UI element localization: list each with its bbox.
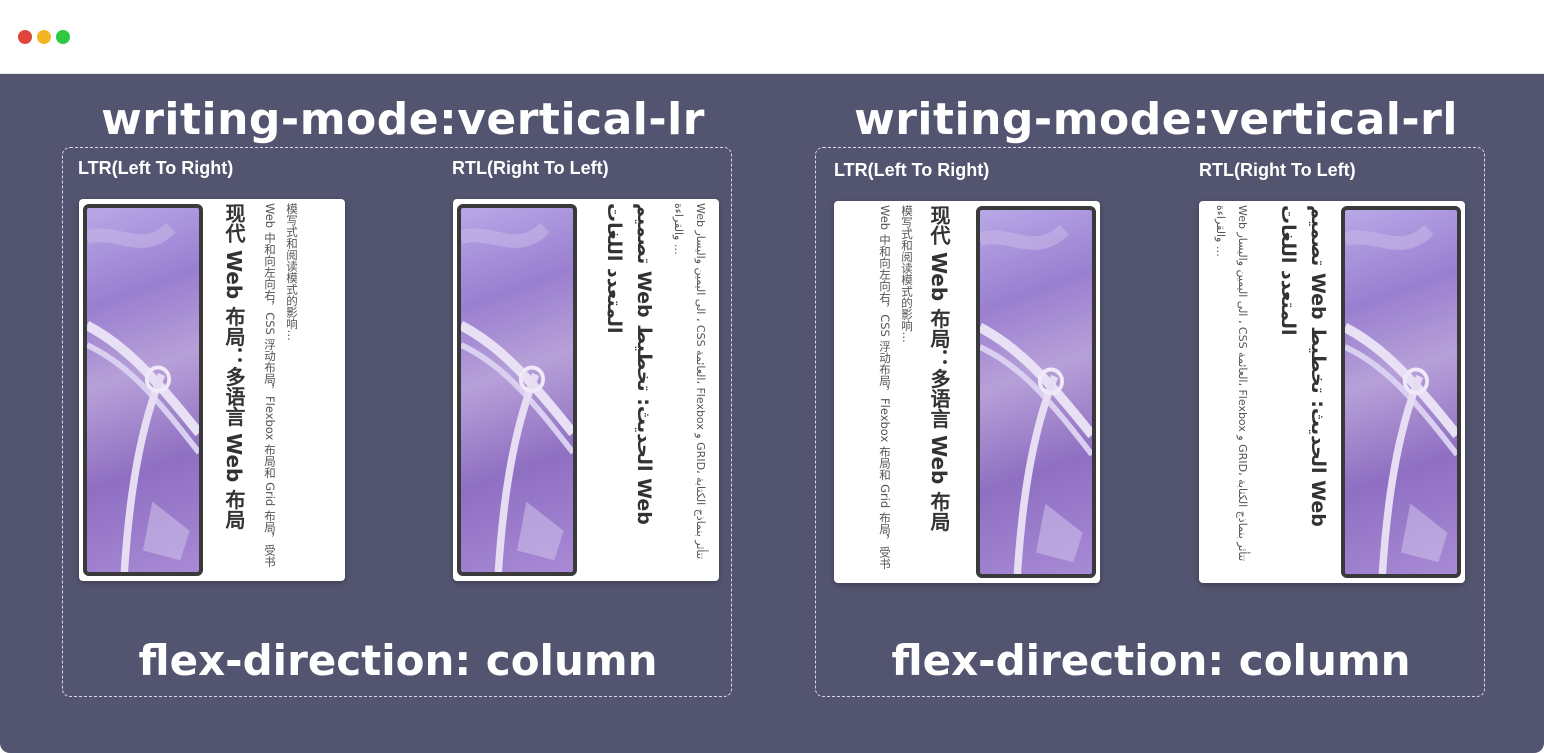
panel-footer-vertical-lr: flex-direction: column: [138, 636, 658, 685]
demo-group-vertical-rl: LTR(Left To Right) RTL(Right To Left) We…: [815, 147, 1485, 697]
card-rtl-vertical-lr: تصميم Web الحديث: تخطيط Web المتعدد اللغ…: [453, 199, 719, 581]
card-image: [83, 204, 203, 576]
card-rtl-vertical-rl: Web الى اليمين واليسار ، CSS العائمة، Fl…: [1199, 201, 1465, 583]
panel-footer-vertical-rl: flex-direction: column: [891, 636, 1411, 685]
card-body-ar: Web الى اليمين واليسار ، CSS العائمة، Fl…: [672, 203, 707, 560]
card-body-ar: Web الى اليمين واليسار ، CSS العائمة، Fl…: [1214, 205, 1249, 562]
card-body-zh: Web 中和向左向右，CSS 浮动布局，Flexbox 布局和 Grid 布局，…: [878, 205, 914, 570]
demo-stage: writing-mode:vertical-lr LTR(Left To Rig…: [0, 74, 1544, 753]
card-ltr-vertical-lr: 现代 Web 布局：多语言 Web 布局 Web 中和向左向右，CSS 浮动布局…: [79, 199, 345, 581]
card-title-zh: 现代 Web 布局：多语言 Web 布局: [927, 205, 951, 532]
card-body-zh: Web 中和向左向右，CSS 浮动布局，Flexbox 布局和 Grid 布局，…: [263, 203, 299, 568]
card-image: [1341, 206, 1461, 578]
card-image: [457, 204, 577, 576]
panel-heading-vertical-lr: writing-mode:vertical-lr: [101, 94, 705, 145]
ltr-label: LTR(Left To Right): [78, 158, 234, 178]
card-image: [976, 206, 1096, 578]
card-title-ar: تصميم Web الحديث: تخطيط Web المتعدد اللغ…: [1277, 205, 1329, 527]
card-title-zh: 现代 Web 布局：多语言 Web 布局: [222, 203, 246, 530]
demo-group-vertical-lr: LTR(Left To Right) RTL(Right To Left) 现代…: [62, 147, 732, 697]
card-title-ar: تصميم Web الحديث: تخطيط Web المتعدد اللغ…: [603, 203, 655, 525]
rtl-label: RTL(Right To Left): [1199, 160, 1356, 180]
card-ltr-vertical-rl: Web 中和向左向右，CSS 浮动布局，Flexbox 布局和 Grid 布局，…: [834, 201, 1100, 583]
panel-heading-vertical-rl: writing-mode:vertical-rl: [854, 94, 1458, 145]
window-titlebar: [0, 0, 1544, 74]
minimize-window-button[interactable]: [37, 30, 51, 44]
rtl-label: RTL(Right To Left): [452, 158, 609, 178]
maximize-window-button[interactable]: [56, 30, 70, 44]
close-window-button[interactable]: [18, 30, 32, 44]
ltr-label: LTR(Left To Right): [834, 160, 990, 180]
